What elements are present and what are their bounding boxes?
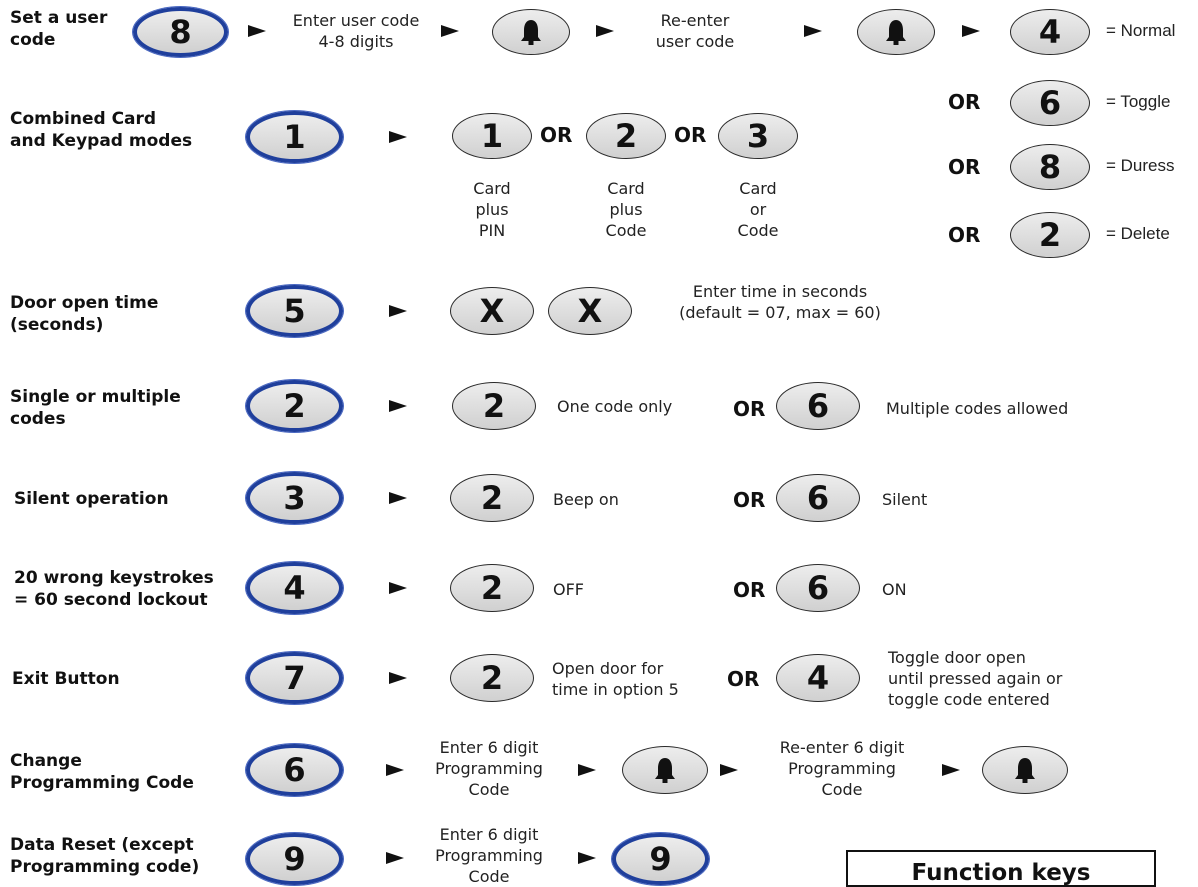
key-1[interactable]: 1 <box>452 113 532 159</box>
key-6[interactable]: 6 <box>776 382 860 430</box>
row-label-set-user-code: Set a user code <box>10 8 108 50</box>
key-4[interactable]: 4 <box>246 562 343 614</box>
key-8[interactable]: 8 <box>133 7 228 57</box>
or-label: OR <box>948 90 981 114</box>
option-desc-duress: = Duress <box>1106 156 1175 175</box>
door-time-desc: Enter time in seconds (default = 07, max… <box>679 282 881 322</box>
arrow-right-icon <box>389 305 407 317</box>
option-desc-normal: = Normal <box>1106 21 1176 40</box>
step-re-enter-6-digit: Re-enter 6 digit Programming Code <box>779 738 905 799</box>
key-2[interactable]: 2 <box>450 474 534 522</box>
option-desc-one-code: One code only <box>557 397 673 416</box>
key-x[interactable]: X <box>450 287 534 335</box>
key-3[interactable]: 3 <box>718 113 798 159</box>
row-label-silent-operation: Silent operation <box>14 489 169 509</box>
bell-icon <box>1015 758 1035 783</box>
key-6[interactable]: 6 <box>246 744 343 796</box>
key-6[interactable]: 6 <box>776 474 860 522</box>
step-enter-6-digit: Enter 6 digit Programming Code <box>435 738 543 799</box>
arrow-right-icon <box>804 25 822 37</box>
step-enter-6-digit-reset: Enter 6 digit Programming Code <box>435 825 543 886</box>
key-bell[interactable] <box>492 9 570 55</box>
key-2[interactable]: 2 <box>586 113 666 159</box>
row-label-single-multiple: Single or multiple codes <box>10 387 181 429</box>
mode-desc-card-plus-code: Card plus Code <box>605 179 647 240</box>
key-2[interactable]: 2 <box>452 382 536 430</box>
key-1[interactable]: 1 <box>246 111 343 163</box>
option-desc-open-door-time: Open door for time in option 5 <box>552 659 679 699</box>
key-2[interactable]: 2 <box>246 380 343 432</box>
arrow-right-icon <box>942 764 960 776</box>
key-x[interactable]: X <box>548 287 632 335</box>
option-desc-silent: Silent <box>882 490 928 509</box>
arrow-right-icon <box>389 400 407 412</box>
key-2[interactable]: 2 <box>450 564 534 612</box>
key-bell[interactable] <box>982 746 1068 794</box>
or-label: OR <box>948 155 981 179</box>
arrow-right-icon <box>578 852 596 864</box>
function-keys-title: Function keys <box>911 860 1091 886</box>
row-label-lockout: 20 wrong keystrokes = 60 second lockout <box>14 568 214 610</box>
key-9[interactable]: 9 <box>246 833 343 885</box>
option-desc-beep-on: Beep on <box>553 490 619 509</box>
or-label: OR <box>727 667 760 691</box>
arrow-right-icon <box>386 852 404 864</box>
step-enter-user-code: Enter user code 4-8 digits <box>292 11 420 51</box>
key-5[interactable]: 5 <box>246 285 343 337</box>
arrow-right-icon <box>248 25 266 37</box>
key-2[interactable]: 2 <box>450 654 534 702</box>
option-desc-toggle: = Toggle <box>1106 92 1171 111</box>
arrow-right-icon <box>578 764 596 776</box>
key-bell[interactable] <box>857 9 935 55</box>
key-7[interactable]: 7 <box>246 652 343 704</box>
arrow-right-icon <box>386 764 404 776</box>
row-label-data-reset: Data Reset (except Programming code) <box>10 835 200 877</box>
key-6[interactable]: 6 <box>1010 80 1090 126</box>
arrow-right-icon <box>720 764 738 776</box>
arrow-right-icon <box>389 492 407 504</box>
key-9[interactable]: 9 <box>612 833 709 885</box>
row-label-change-programming-code: Change Programming Code <box>10 751 194 793</box>
key-4[interactable]: 4 <box>776 654 860 702</box>
row-label-door-open-time: Door open time (seconds) <box>10 293 159 335</box>
option-desc-on: ON <box>882 580 907 599</box>
option-desc-multiple-codes: Multiple codes allowed <box>886 399 1069 418</box>
key-8[interactable]: 8 <box>1010 144 1090 190</box>
bell-icon <box>886 20 906 45</box>
or-label: OR <box>674 123 707 147</box>
bell-icon <box>521 20 541 45</box>
option-desc-delete: = Delete <box>1106 224 1170 243</box>
key-6[interactable]: 6 <box>776 564 860 612</box>
or-label: OR <box>733 578 766 602</box>
row-label-exit-button: Exit Button <box>12 669 120 689</box>
key-3[interactable]: 3 <box>246 472 343 524</box>
key-2[interactable]: 2 <box>1010 212 1090 258</box>
or-label: OR <box>948 223 981 247</box>
or-label: OR <box>733 488 766 512</box>
arrow-right-icon <box>389 672 407 684</box>
row-label-combined-modes: Combined Card and Keypad modes <box>10 109 193 151</box>
mode-desc-card-or-code: Card or Code <box>737 179 779 240</box>
mode-desc-card-plus-pin: Card plus PIN <box>473 179 511 240</box>
arrow-right-icon <box>596 25 614 37</box>
function-keys-box: Function keys <box>846 850 1156 887</box>
or-label: OR <box>540 123 573 147</box>
option-desc-toggle-door: Toggle door open until pressed again or … <box>888 648 1063 709</box>
arrow-right-icon <box>389 582 407 594</box>
key-4[interactable]: 4 <box>1010 9 1090 55</box>
bell-icon <box>655 758 675 783</box>
or-label: OR <box>733 397 766 421</box>
step-re-enter-user-code: Re-enter user code <box>655 11 735 51</box>
arrow-right-icon <box>962 25 980 37</box>
arrow-right-icon <box>389 131 407 143</box>
option-desc-off: OFF <box>553 580 584 599</box>
key-bell[interactable] <box>622 746 708 794</box>
arrow-right-icon <box>441 25 459 37</box>
